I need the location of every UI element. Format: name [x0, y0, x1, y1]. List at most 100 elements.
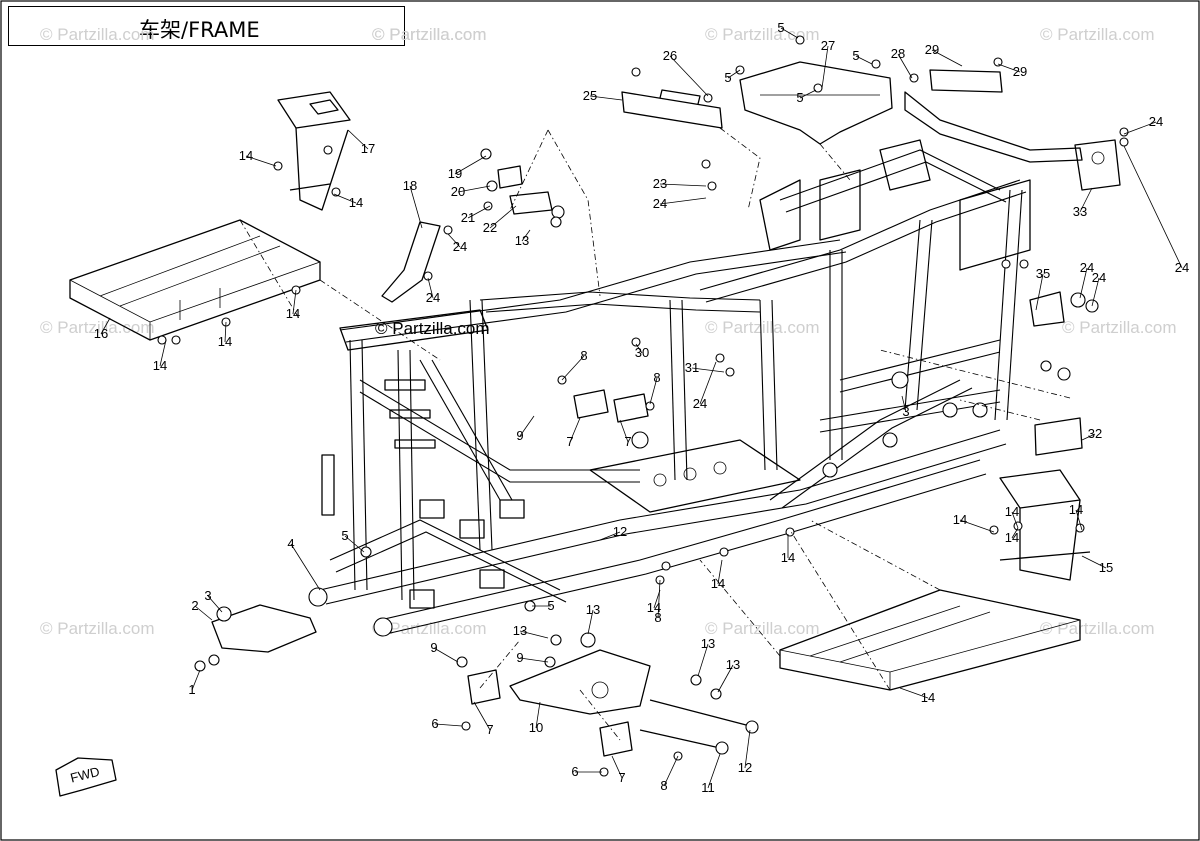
callout-number: 1 — [188, 682, 195, 697]
callout-number: 14 — [781, 550, 795, 565]
leader-line — [931, 49, 963, 67]
part-28-bracket — [739, 61, 893, 145]
callout-number: 14 — [349, 195, 363, 210]
part-15-footrest — [779, 589, 1081, 691]
callout-number: 24 — [453, 239, 467, 254]
leader-line — [569, 417, 581, 443]
callout-number: 13 — [701, 636, 715, 651]
leader-line — [1081, 433, 1096, 441]
leader-line — [292, 289, 297, 315]
callout-number: 14 — [953, 512, 967, 527]
callout-number: 14 — [1005, 504, 1019, 519]
leader-line — [659, 183, 707, 187]
callout-number: 6 — [571, 764, 578, 779]
callout-number: 20 — [451, 184, 465, 199]
callout-number: 10 — [529, 720, 543, 735]
watermark-text: © Partzilla.com — [40, 25, 155, 44]
callout-number: 7 — [566, 434, 573, 449]
leader-line — [589, 95, 623, 101]
leader-line — [191, 669, 201, 691]
leader-line — [434, 723, 463, 727]
leader-line — [347, 129, 369, 150]
callout-number: 14 — [1069, 502, 1083, 517]
leader-line — [433, 647, 459, 663]
leader-line — [1035, 273, 1044, 311]
callout-number: 9 — [516, 650, 523, 665]
leader-line — [427, 277, 434, 299]
part-10-engine-mount — [509, 649, 651, 715]
callout-number: 4 — [287, 536, 294, 551]
leader-lines — [100, 27, 1183, 789]
leader-line — [1079, 187, 1093, 213]
callout-number: 9 — [516, 428, 523, 443]
leader-line — [519, 630, 549, 639]
callout-number: 24 — [1092, 270, 1106, 285]
callout-number: 7 — [486, 722, 493, 737]
leader-line — [649, 377, 658, 405]
leader-line — [290, 543, 321, 591]
callout-number: 31 — [685, 360, 699, 375]
leader-line — [519, 415, 535, 437]
callout-number: 24 — [653, 196, 667, 211]
part-7-rubber-mounts — [467, 389, 649, 757]
leader-line — [697, 643, 709, 677]
leader-line — [1123, 145, 1183, 269]
parts-20-23-cluster — [480, 148, 565, 228]
leader-line — [473, 701, 491, 731]
callout-number: 24 — [1149, 114, 1163, 129]
callout-number: 3 — [204, 588, 211, 603]
callout-number: 7 — [624, 434, 631, 449]
part-12-bolt — [649, 699, 759, 734]
callout-number: 2 — [191, 598, 198, 613]
leader-line — [899, 687, 929, 699]
callout-number: 22 — [483, 220, 497, 235]
leader-line — [855, 55, 873, 65]
leader-line — [635, 343, 643, 354]
leader-line — [717, 559, 723, 585]
callout-number: 13 — [586, 602, 600, 617]
leader-line — [699, 361, 717, 405]
watermark-text: © Partzilla.com — [1040, 619, 1155, 638]
callout-number: 14 — [711, 576, 725, 591]
callout-number: 14 — [286, 306, 300, 321]
callout-number: 9 — [430, 640, 437, 655]
watermark-text: © Partzilla.com — [372, 619, 487, 638]
callout-number: 15 — [1099, 560, 1113, 575]
leader-line — [1075, 509, 1083, 531]
leader-line — [194, 605, 213, 621]
part-2-front-mount — [194, 604, 317, 672]
fwd-arrow: FWD — [55, 757, 117, 797]
part-11-bolt — [639, 729, 729, 755]
callout-number: 5 — [777, 20, 784, 35]
leader-line — [659, 197, 707, 205]
leader-line — [1079, 267, 1088, 299]
watermark-text: © Partzilla.com — [40, 318, 155, 337]
watermark-text: © Partzilla.com — [372, 25, 487, 44]
part-19-bracket — [381, 221, 441, 303]
callout-number: 14 — [921, 690, 935, 705]
part-33-pad — [1034, 417, 1083, 456]
callout-number: 32 — [1088, 426, 1102, 441]
callout-number: 24 — [1080, 260, 1094, 275]
callout-number: 35 — [1036, 266, 1050, 281]
leader-line — [897, 53, 913, 79]
leader-line — [100, 317, 111, 335]
callout-number: 13 — [726, 657, 740, 672]
callout-number: 14 — [153, 358, 167, 373]
callout-number: 12 — [613, 524, 627, 539]
callout-number: 5 — [547, 598, 554, 613]
leader-line — [447, 233, 461, 248]
leader-line — [959, 519, 995, 533]
leader-line — [611, 755, 623, 779]
callout-number: 8 — [654, 610, 661, 625]
leader-line — [457, 185, 491, 193]
watermark-text: © Partzilla.com — [1062, 318, 1177, 337]
leader-line — [1081, 555, 1107, 569]
leader-line — [780, 27, 799, 39]
leader-line — [489, 205, 517, 229]
callout-number: 13 — [515, 233, 529, 248]
leader-line — [997, 63, 1021, 73]
callout-number: 5 — [724, 70, 731, 85]
